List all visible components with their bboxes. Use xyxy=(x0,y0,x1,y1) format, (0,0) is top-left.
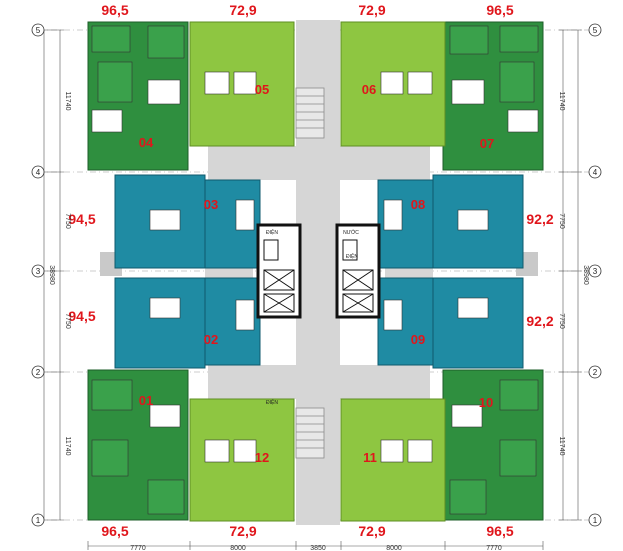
area-label-right-lower: 92,2 xyxy=(526,313,553,329)
unit-number-10: 10 xyxy=(479,395,493,410)
core-label-electric-left: ĐIỆN xyxy=(266,228,278,236)
unit-number-02: 02 xyxy=(204,332,218,347)
area-label-top-3: 72,9 xyxy=(358,2,385,18)
room-details xyxy=(91,25,539,515)
dim-right-total: 38980 xyxy=(582,265,589,285)
area-label-top-1: 96,5 xyxy=(101,2,128,18)
area-label-bottom-1: 96,5 xyxy=(101,523,128,539)
unit-number-11: 11 xyxy=(363,450,377,465)
axis-bubbles-right xyxy=(588,23,602,527)
area-label-bottom-4: 96,5 xyxy=(486,523,513,539)
area-label-right-upper: 92,2 xyxy=(526,211,553,227)
dim-bottom-5: 7770 xyxy=(486,545,502,551)
unit-number-06: 06 xyxy=(362,82,376,97)
mid-units xyxy=(189,21,446,522)
dim-bottom-2: 8000 xyxy=(230,545,246,551)
axis-left-2: 2 xyxy=(36,368,41,377)
unit-number-03: 03 xyxy=(204,197,218,212)
unit-number-04: 04 xyxy=(139,135,154,150)
dim-bottom-1: 7770 xyxy=(130,545,146,551)
core xyxy=(256,223,381,319)
area-label-left-upper: 94,5 xyxy=(68,211,95,227)
area-label-top-2: 72,9 xyxy=(229,2,256,18)
apartment-09 xyxy=(432,277,524,369)
axis-bubbles-left xyxy=(31,23,45,527)
area-label-bottom-2: 72,9 xyxy=(229,523,256,539)
unit-number-05: 05 xyxy=(255,82,269,97)
area-label-left-lower: 94,5 xyxy=(68,308,95,324)
core-label-electric-right: ĐIỆN xyxy=(346,252,358,260)
area-label-bottom-3: 72,9 xyxy=(358,523,385,539)
area-label-top-4: 96,5 xyxy=(486,2,513,18)
bottom-dimension-lines xyxy=(87,541,544,550)
axis-left-4: 4 xyxy=(36,168,41,177)
dim-left-total: 38980 xyxy=(48,265,55,285)
unit-number-01: 01 xyxy=(139,393,153,408)
dim-left-1: 11740 xyxy=(64,92,71,111)
core-label-water: NƯỚC xyxy=(343,229,359,236)
dim-left-4: 11740 xyxy=(64,437,71,456)
axis-right-5: 5 xyxy=(593,26,598,35)
apartment-02 xyxy=(114,277,206,369)
axis-left-3: 3 xyxy=(36,267,41,276)
axis-right-4: 4 xyxy=(593,168,598,177)
unit-number-08: 08 xyxy=(411,197,425,212)
dim-right-4: 11740 xyxy=(558,437,565,456)
right-dimension-lines xyxy=(559,29,582,521)
dim-right-1: 11740 xyxy=(558,92,565,111)
dim-right-3: 7750 xyxy=(558,313,565,329)
dim-left-2: 7750 xyxy=(64,213,71,229)
dim-bottom-3: 3850 xyxy=(310,545,326,551)
axis-left-1: 1 xyxy=(36,516,41,525)
dim-bottom-4: 8000 xyxy=(386,545,402,551)
axis-left-5: 5 xyxy=(36,26,41,35)
axis-right-2: 2 xyxy=(593,368,598,377)
axis-right-3: 3 xyxy=(593,267,598,276)
stairs xyxy=(295,87,325,459)
axis-right-1: 1 xyxy=(593,516,598,525)
unit-number-09: 09 xyxy=(411,332,425,347)
dim-right-2: 7750 xyxy=(558,213,565,229)
core-label-electric-bottom: ĐIỆN xyxy=(266,398,278,406)
unit-number-07: 07 xyxy=(480,136,494,151)
unit-number-12: 12 xyxy=(255,450,269,465)
dim-left-3: 7750 xyxy=(64,313,71,329)
